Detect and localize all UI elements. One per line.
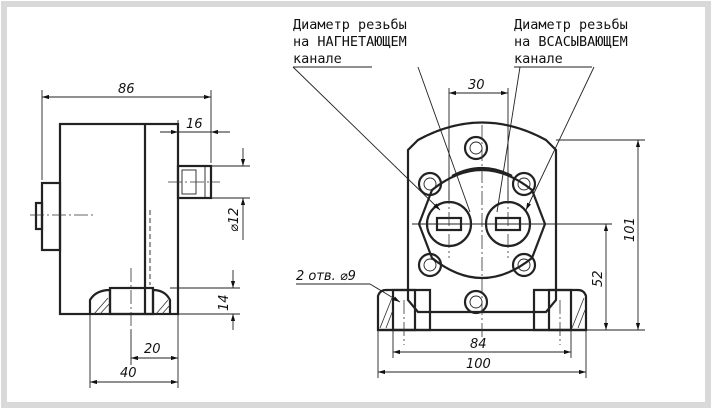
bolt-upper-left bbox=[417, 171, 443, 197]
suction-label-line1: Диаметр резьбы bbox=[514, 17, 628, 33]
pressure-label-line3: канале bbox=[293, 51, 342, 67]
suction-label-line3: канале bbox=[514, 51, 563, 67]
dim-52: 52 bbox=[591, 270, 606, 287]
suction-port-label: Диаметр резьбы на ВСАСЫВАЮЩЕМ канале bbox=[514, 17, 628, 67]
foot-rear bbox=[88, 288, 112, 314]
foot-front bbox=[151, 288, 172, 314]
bolt-upper-right bbox=[511, 171, 537, 197]
foot-bolt-hole bbox=[108, 286, 155, 316]
suction-label-line2: на ВСАСЫВАЮЩЕМ bbox=[514, 34, 628, 50]
bolt-lower-right bbox=[511, 252, 537, 278]
base-right bbox=[532, 288, 588, 332]
bolt-lower-left bbox=[417, 252, 443, 278]
rear-plug bbox=[34, 201, 44, 231]
bolt-top bbox=[463, 135, 489, 161]
dim-20: 20 bbox=[144, 342, 161, 357]
dim-86: 86 bbox=[118, 82, 135, 97]
side-view: 86 16 ⌀12 14 20 40 bbox=[30, 82, 250, 388]
dim-dia-12: ⌀12 bbox=[227, 208, 242, 232]
side-body bbox=[58, 122, 180, 316]
pressure-label-line1: Диаметр резьбы bbox=[293, 17, 407, 33]
pressure-port-label: Диаметр резьбы на НАГНЕТАЮЩЕМ канале bbox=[293, 17, 407, 67]
rear-boss bbox=[40, 181, 62, 252]
holes-note: 2 отв. ⌀9 bbox=[296, 269, 356, 284]
dim-40: 40 bbox=[120, 366, 137, 381]
dim-16: 16 bbox=[186, 117, 203, 132]
pressure-label-line2: на НАГНЕТАЮЩЕМ bbox=[293, 34, 407, 50]
bolt-bottom bbox=[463, 289, 489, 315]
dim-84: 84 bbox=[470, 337, 487, 352]
dim-100: 100 bbox=[466, 357, 491, 372]
dim-101: 101 bbox=[623, 217, 638, 242]
front-view: 30 101 52 84 100 2 отв. ⌀9 bbox=[292, 66, 645, 378]
base-left bbox=[376, 288, 432, 332]
dim-30: 30 bbox=[468, 78, 485, 93]
dim-14: 14 bbox=[217, 294, 232, 311]
